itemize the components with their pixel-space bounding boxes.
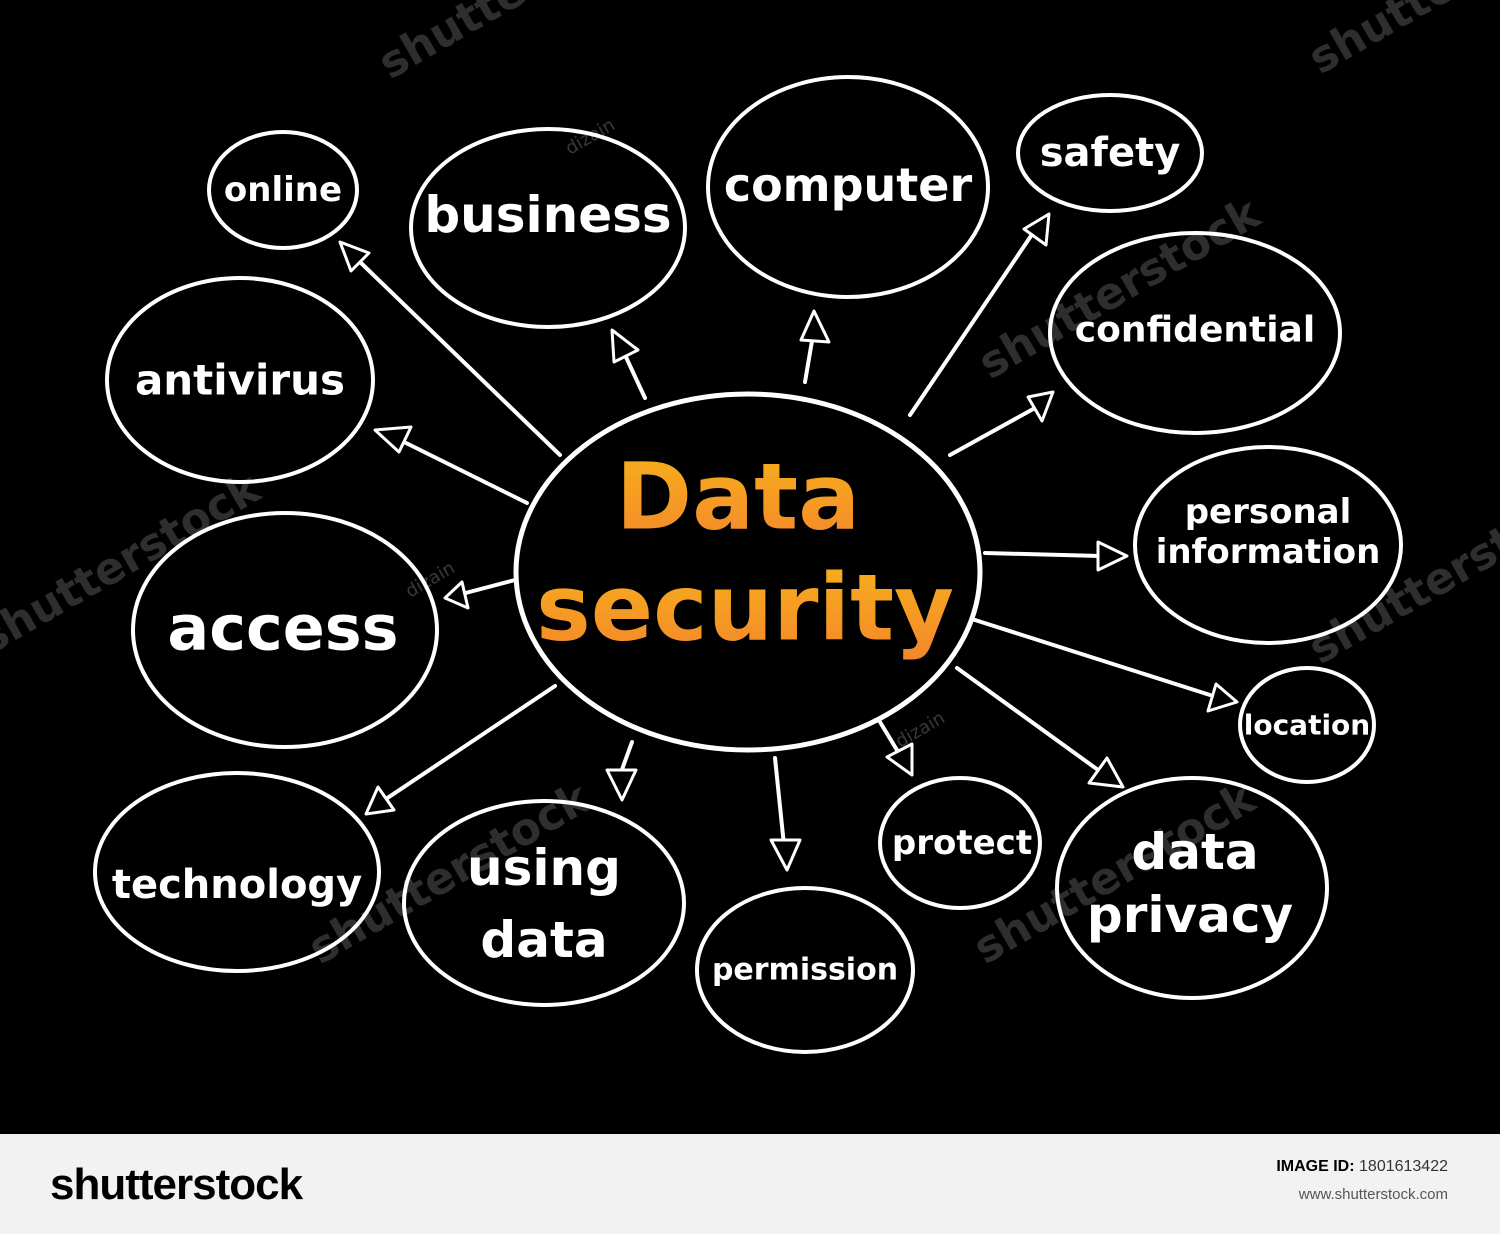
arrowhead-technology — [364, 785, 396, 816]
node-technology-label: technology — [112, 862, 362, 908]
node-safety: safety — [1016, 93, 1204, 213]
node-personal-label-line2: information — [1156, 532, 1381, 572]
connector-data-privacy — [955, 666, 1107, 777]
arrowhead-data-privacy — [1087, 756, 1125, 789]
node-personal-information: personal information — [1133, 445, 1403, 645]
image-meta: IMAGE ID: 1801613422 www.shutterstock.co… — [1276, 1158, 1448, 1203]
node-using-data: using data — [402, 799, 686, 1007]
node-antivirus: antivirus — [105, 276, 375, 484]
image-id-label: IMAGE ID: — [1276, 1158, 1355, 1175]
connector-confidential — [948, 406, 1037, 457]
node-confidential: confidential — [1048, 231, 1342, 435]
mind-map: online business computer safety confiden… — [0, 0, 1500, 1054]
diagram-canvas: online business computer safety confiden… — [0, 0, 1500, 1054]
node-access-label: access — [167, 592, 398, 665]
node-computer: computer — [706, 75, 990, 299]
arrowhead-safety — [1022, 212, 1051, 247]
arrowhead-protect — [885, 742, 914, 777]
watermark-brand-1: shutterstock — [370, 0, 670, 90]
node-data-privacy: data privacy — [1055, 776, 1329, 1000]
node-location-label: location — [1244, 709, 1370, 742]
image-id-line: IMAGE ID: 1801613422 — [1276, 1158, 1448, 1176]
watermark-brand-2: shutterstock — [1300, 0, 1500, 85]
connector-computer — [803, 333, 815, 384]
connector-safety — [908, 228, 1037, 417]
connector-business — [623, 353, 647, 400]
arrowhead-antivirus — [373, 425, 413, 454]
arrowhead-permission — [769, 838, 802, 872]
node-business: business — [409, 127, 687, 329]
connector-antivirus — [398, 438, 529, 505]
arrowhead-computer — [799, 309, 831, 344]
center-title-line2: security — [536, 555, 954, 662]
connector-technology — [378, 684, 557, 805]
node-business-label: business — [424, 186, 671, 244]
node-computer-label: computer — [724, 158, 973, 212]
arrowhead-business — [610, 328, 640, 364]
connector-access — [456, 578, 517, 597]
node-using-label-line1: using — [467, 839, 621, 897]
node-personal-label-line1: personal — [1185, 492, 1352, 532]
arrowhead-using-data — [605, 768, 638, 802]
arrowhead-confidential — [1026, 390, 1055, 423]
node-location: location — [1238, 666, 1376, 784]
watermark-author-3: dizain — [892, 707, 949, 752]
node-protect-label: protect — [892, 823, 1032, 863]
node-permission-label: permission — [712, 953, 898, 988]
node-privacy-label-line2: privacy — [1087, 886, 1293, 944]
image-id-value: 1801613422 — [1359, 1158, 1448, 1175]
center-title-line1: Data — [616, 444, 861, 551]
arrowhead-access — [443, 580, 470, 610]
connectors — [358, 228, 1212, 857]
connector-personal-information — [983, 551, 1102, 558]
node-technology: technology — [93, 771, 381, 973]
node-online: online — [207, 130, 359, 250]
site-url: www.shutterstock.com — [1298, 1186, 1448, 1203]
node-safety-label: safety — [1040, 130, 1181, 176]
node-permission: permission — [695, 886, 915, 1054]
node-access: access — [131, 511, 439, 749]
node-using-label-line2: data — [480, 911, 607, 969]
arrowhead-online — [338, 240, 371, 273]
node-privacy-label-line1: data — [1131, 823, 1258, 881]
connector-location — [973, 618, 1212, 697]
shutterstock-logo: shutterstock — [50, 1160, 303, 1209]
center-node: Data security — [513, 391, 983, 753]
node-confidential-label: confidential — [1075, 310, 1315, 351]
arrowhead-personal-information — [1096, 540, 1129, 572]
connector-online — [358, 260, 562, 457]
node-protect: protect — [878, 776, 1042, 910]
node-antivirus-label: antivirus — [135, 356, 345, 405]
stock-footer: shutterstock IMAGE ID: 1801613422 www.sh… — [0, 1134, 1500, 1234]
node-online-label: online — [224, 170, 342, 210]
arrowhead-location — [1206, 682, 1239, 713]
arrowheads — [338, 212, 1239, 872]
